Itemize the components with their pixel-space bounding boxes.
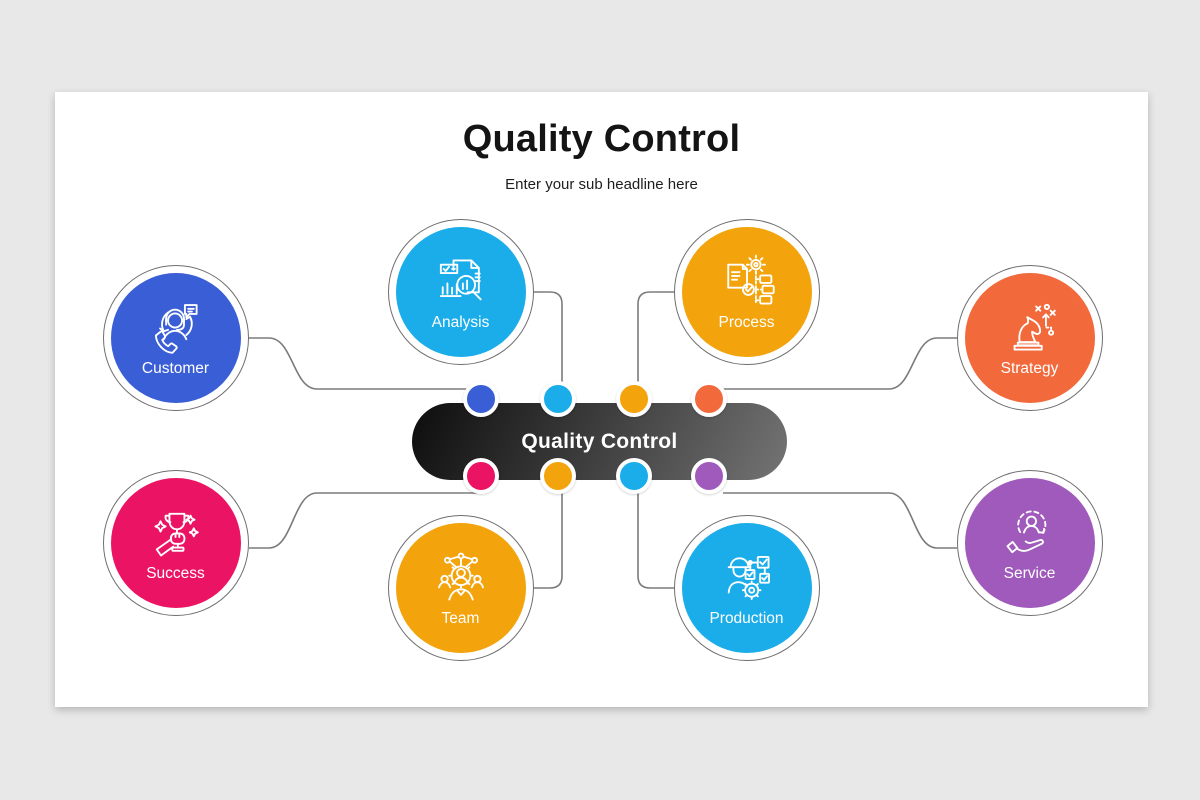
connector-dot-analysis: [540, 381, 576, 417]
node-team-label: Team: [441, 609, 480, 627]
node-service-label: Service: [1003, 564, 1056, 582]
connector-dot-team: [540, 458, 576, 494]
node-service: Service: [957, 470, 1103, 616]
connector-dot-service: [691, 458, 727, 494]
connector-dot-process: [616, 381, 652, 417]
node-production-label: Production: [709, 609, 784, 627]
connector-line-customer: [249, 337, 479, 390]
hand-person-cycle-icon: [1006, 510, 1046, 553]
node-service-circle: Service: [964, 477, 1095, 608]
node-customer-label: Customer: [141, 359, 210, 377]
connector-lines: [249, 291, 957, 589]
connector-line-success: [249, 492, 479, 549]
node-process-label: Process: [718, 313, 775, 331]
slide-title: Quality Control: [462, 118, 741, 160]
connector-dot-production: [616, 458, 652, 494]
chess-knight-icon: [1013, 303, 1056, 350]
node-success-label: Success: [146, 564, 205, 582]
connector-dot-strategy: [691, 381, 727, 417]
worker-checklist-icon: [727, 555, 770, 600]
connector-line-analysis: [534, 291, 563, 403]
node-success: Success: [103, 470, 249, 616]
team-gear-icon: [437, 552, 484, 600]
node-customer-circle: Customer: [110, 272, 241, 403]
center-pill-label: Quality Control: [521, 429, 678, 453]
node-process-circle: Process: [681, 226, 812, 357]
connector-line-team: [534, 480, 563, 589]
connector-dot-customer: [463, 381, 499, 417]
connector-line-process: [637, 291, 674, 403]
customer-support-icon: [154, 303, 198, 354]
node-team-circle: Team: [395, 522, 526, 653]
analysis-magnifier-icon: [439, 259, 482, 300]
node-production-circle: Production: [681, 522, 812, 653]
node-process: Process: [674, 219, 820, 365]
slide-canvas: Quality Control Enter your sub headline …: [55, 92, 1148, 707]
process-document-gear-icon: [726, 254, 775, 304]
connector-line-service: [723, 492, 957, 549]
node-customer: Customer: [103, 265, 249, 411]
trophy-hand-icon: [153, 512, 199, 556]
node-strategy-label: Strategy: [1000, 359, 1059, 377]
connector-line-strategy: [723, 337, 957, 390]
slide-subtitle: Enter your sub headline here: [505, 176, 698, 193]
connector-dot-success: [463, 458, 499, 494]
node-analysis-circle: Analysis: [395, 226, 526, 357]
node-production: Production: [674, 515, 820, 661]
node-strategy-circle: Strategy: [964, 272, 1095, 403]
node-team: Team: [388, 515, 534, 661]
node-success-circle: Success: [110, 477, 241, 608]
node-analysis-label: Analysis: [431, 313, 490, 331]
node-strategy: Strategy: [957, 265, 1103, 411]
node-analysis: Analysis: [388, 219, 534, 365]
connector-line-production: [637, 480, 674, 589]
